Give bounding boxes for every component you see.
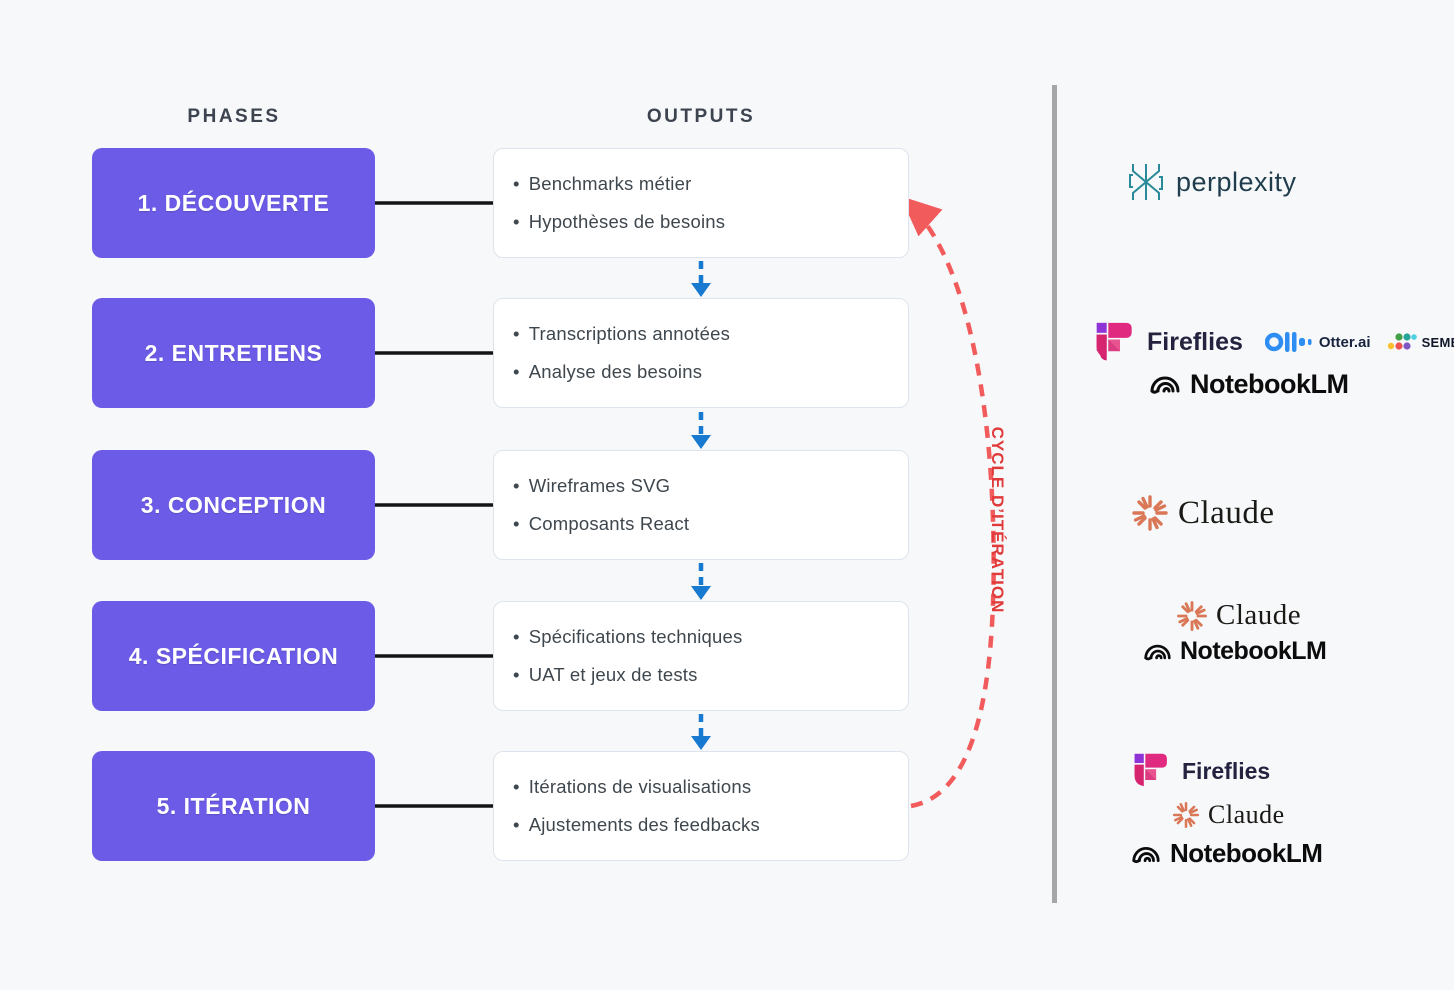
claude-wordmark: Claude	[1178, 494, 1275, 531]
notebooklm-icon	[1144, 644, 1171, 661]
phase-box-conception: 3. CONCEPTION	[92, 450, 375, 560]
outputs-column-header: OUTPUTS	[646, 106, 756, 127]
tools-phase-2-row-2: NotebookLM	[1149, 368, 1349, 400]
iteration-cycle-arrow	[900, 195, 996, 809]
fireflies-wordmark: Fireflies	[1182, 758, 1271, 784]
notebooklm-wordmark: NotebookLM	[1170, 838, 1323, 868]
output-box-1: Benchmarks métier Hypothèses de besoins	[493, 148, 909, 258]
claude-wordmark: Claude	[1216, 599, 1302, 631]
sembly-wordmark: SEMBLYAI	[1422, 335, 1454, 350]
claude-wordmark: Claude	[1208, 800, 1285, 829]
phase-label: 5. ITÉRATION	[156, 792, 311, 819]
claude-icon	[1177, 600, 1207, 631]
fireflies-wordmark: Fireflies	[1147, 327, 1243, 356]
output-box-2: Transcriptions annotées Analyse des beso…	[493, 298, 909, 408]
tools-phase-5-row-1: Fireflies	[1133, 752, 1270, 791]
output-item: Composants React	[513, 513, 908, 535]
phase-box-entretiens: 2. ENTRETIENS	[92, 298, 375, 408]
output-box-5: Itérations de visualisations Ajustements…	[493, 751, 909, 861]
phase-box-iteration: 5. ITÉRATION	[92, 751, 375, 861]
phase-box-decouverte: 1. DÉCOUVERTE	[92, 148, 375, 258]
flow-arrowhead-4	[691, 736, 711, 750]
flow-arrowhead-3	[691, 586, 711, 600]
phase-label: 1. DÉCOUVERTE	[137, 189, 330, 216]
phase-box-specification: 4. SPÉCIFICATION	[92, 601, 375, 711]
output-item: Wireframes SVG	[513, 475, 908, 497]
output-item: Spécifications techniques	[513, 626, 908, 648]
phases-column-header: PHASES	[187, 106, 281, 127]
phase-label: 2. ENTRETIENS	[144, 339, 323, 366]
output-item: Transcriptions annotées	[513, 323, 908, 345]
otter-icon	[1264, 332, 1312, 352]
claude-icon	[1132, 495, 1168, 531]
tools-phase-5-row-3: NotebookLM	[1131, 838, 1323, 869]
output-item: Hypothèses de besoins	[513, 211, 908, 233]
flow-arrowhead-2	[691, 435, 711, 449]
tools-phase-5-row-2: Claude	[1172, 800, 1285, 830]
notebooklm-wordmark: NotebookLM	[1190, 368, 1349, 399]
output-item: UAT et jeux de tests	[513, 664, 908, 686]
output-item: Analyse des besoins	[513, 361, 908, 383]
flow-arrowhead-1	[691, 283, 711, 297]
claude-icon	[1172, 801, 1200, 829]
tools-phase-1: perplexity	[1128, 163, 1297, 201]
tools-phase-2-row-1: Fireflies Otter.ai SEMBLYAI	[1095, 321, 1454, 363]
tools-phase-3: Claude	[1131, 494, 1274, 532]
iteration-cycle-label: CYCLE D’ITÉRATION	[988, 426, 1007, 614]
fireflies-icon	[1134, 753, 1167, 787]
tools-phase-4-row-1: Claude	[1176, 599, 1301, 632]
output-box-3: Wireframes SVG Composants React	[493, 450, 909, 560]
output-box-4: Spécifications techniques UAT et jeux de…	[493, 601, 909, 711]
perplexity-wordmark: perplexity	[1176, 166, 1297, 197]
output-item: Ajustements des feedbacks	[513, 814, 908, 836]
notebooklm-wordmark: NotebookLM	[1180, 637, 1327, 665]
output-item: Itérations de visualisations	[513, 776, 908, 798]
notebooklm-icon	[1132, 846, 1160, 863]
sembly-wordmark-text: SEMBLY	[1421, 334, 1454, 350]
notebooklm-icon	[1150, 376, 1180, 394]
tools-phase-4-row-2: NotebookLM	[1143, 637, 1327, 666]
fireflies-icon	[1096, 322, 1132, 361]
otter-wordmark: Otter.ai	[1318, 333, 1371, 351]
sembly-icon	[1387, 333, 1417, 350]
output-item: Benchmarks métier	[513, 173, 908, 195]
vertical-divider	[1052, 85, 1057, 903]
perplexity-icon	[1129, 164, 1163, 200]
phase-label: 4. SPÉCIFICATION	[128, 642, 339, 669]
phase-label: 3. CONCEPTION	[140, 491, 327, 518]
connector-layer	[375, 195, 996, 809]
